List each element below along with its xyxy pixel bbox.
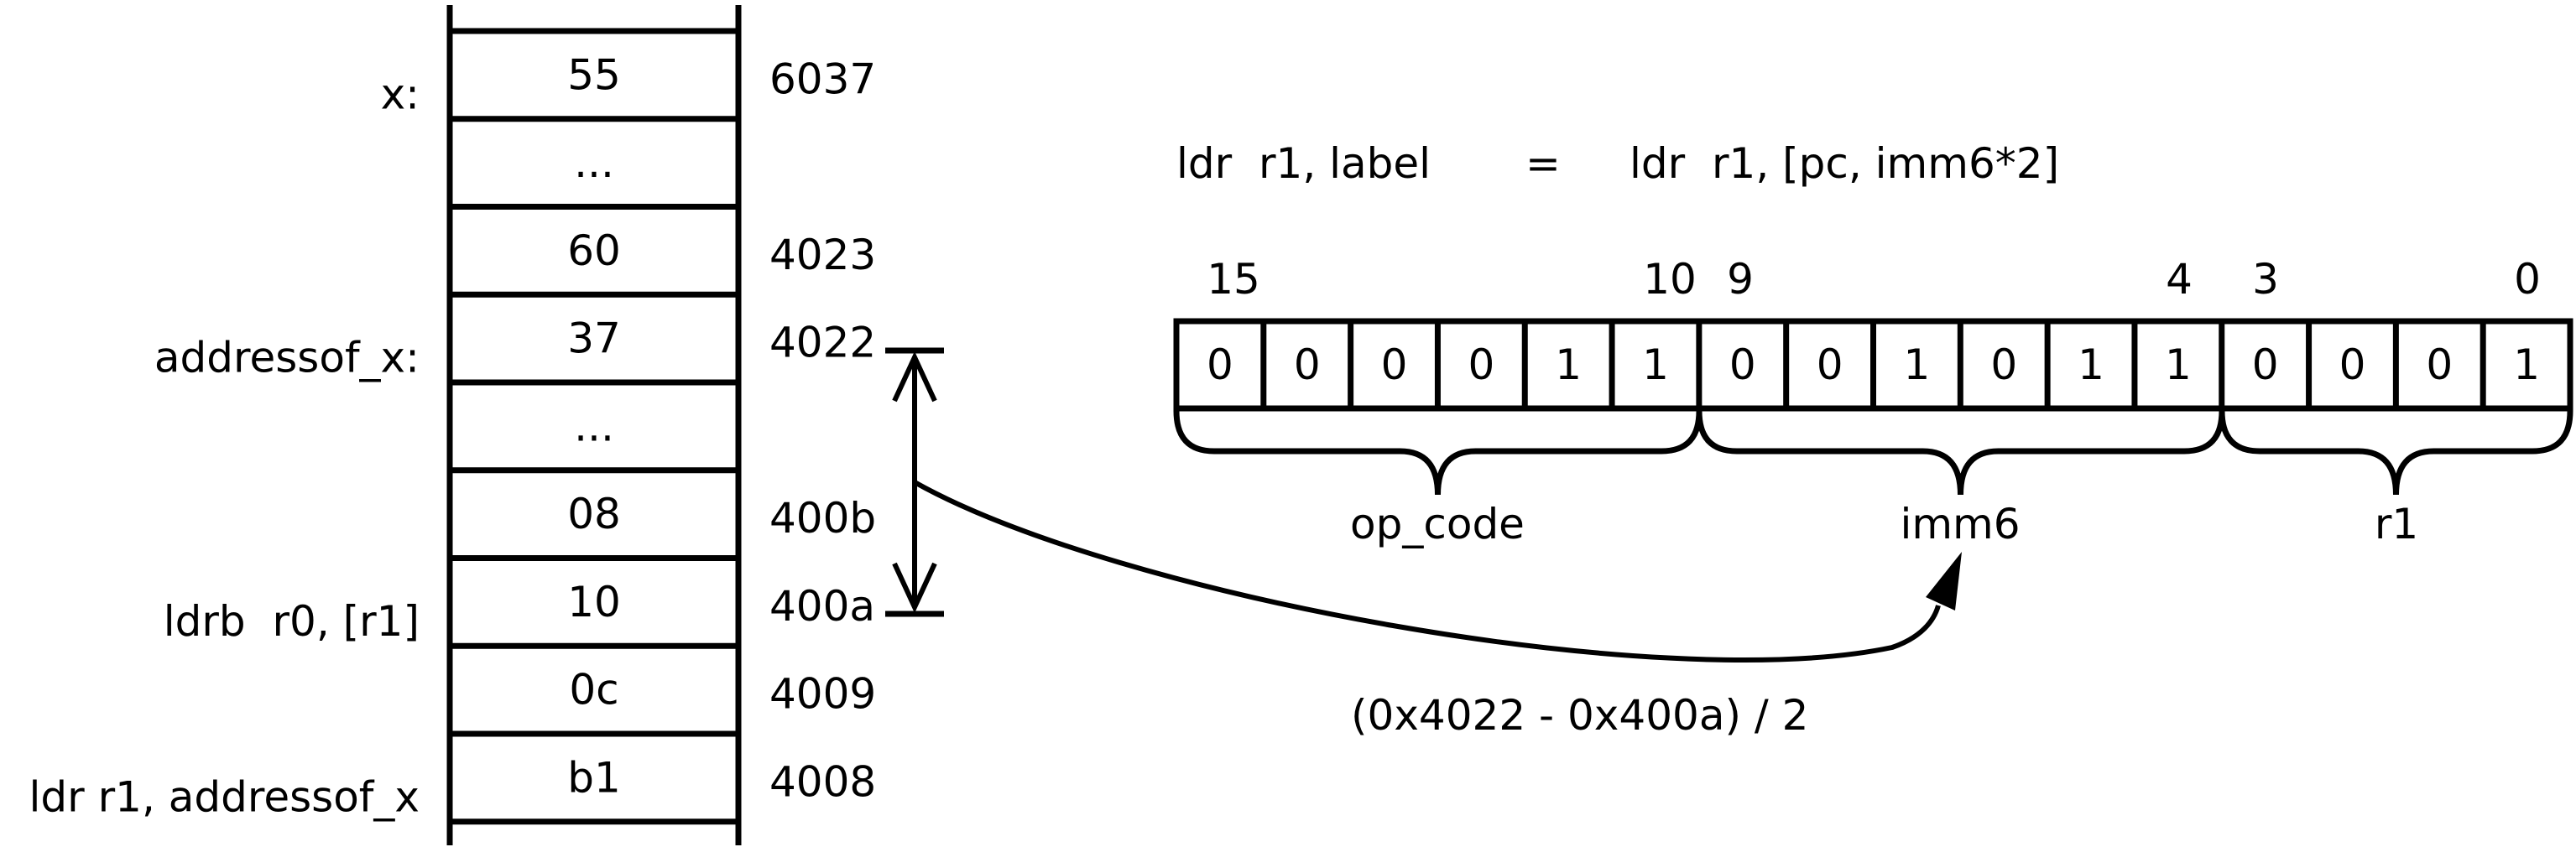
bit-value: 0	[1990, 340, 2017, 389]
memory-address: 4009	[769, 670, 876, 719]
memory-label: ldrb r0, [r1]	[164, 597, 420, 646]
offset-to-imm6-arrow	[913, 480, 1962, 663]
memory-cell-value: ...	[574, 402, 614, 450]
field-label-r1: r1	[2375, 500, 2418, 548]
instruction-equivalence: ldr r1, label = ldr r1, [pc, imm6*2]	[1176, 139, 2059, 188]
offset-formula: (0x4022 - 0x400a) / 2	[1351, 691, 1808, 740]
memory-label: ldr r1, addressof_x	[29, 772, 420, 821]
op-code-brace	[1173, 410, 1703, 496]
memory-address: 6037	[769, 55, 876, 103]
memory-address: 400a	[769, 582, 875, 631]
bit-value: 0	[2426, 340, 2453, 389]
memory-address: 4023	[769, 231, 876, 279]
imm6-brace	[1696, 410, 2225, 496]
memory-cell-value: 60	[567, 226, 621, 275]
bit-position-labels: 15 10 9 4 3 0	[1207, 255, 2541, 304]
bit-position-0: 0	[2514, 255, 2541, 304]
bit-value: 1	[1555, 340, 1582, 389]
memory-cells: 55 6037 x:... 60 4023 37 4022 addressof_x:... 08…	[29, 50, 877, 821]
bit-value: 1	[1904, 340, 1931, 389]
bit-position-9: 9	[1727, 255, 1754, 304]
memory-cell-value: 10	[567, 578, 621, 626]
bit-value: 1	[1642, 340, 1669, 389]
memory-cell-value: 0c	[569, 666, 618, 714]
memory-cell-value: 37	[567, 314, 621, 363]
bit-position-4: 4	[2166, 255, 2193, 304]
field-braces	[1173, 410, 2573, 496]
memory-cell-value: ...	[574, 138, 614, 187]
offset-down-arrowhead-icon	[892, 562, 937, 614]
offset-up-arrowhead-icon	[892, 351, 937, 403]
bit-value: 0	[1468, 340, 1494, 389]
instruction-text: ldr r1, label	[1176, 139, 1431, 188]
equals-sign: =	[1525, 139, 1561, 188]
field-label-imm6: imm6	[1900, 500, 2020, 548]
bit-value: 1	[2513, 340, 2540, 389]
bit-position-10: 10	[1643, 255, 1697, 304]
bit-value: 0	[1381, 340, 1408, 389]
memory-address: 400b	[769, 494, 876, 543]
memory-address: 4022	[769, 319, 876, 367]
bit-value: 1	[2078, 340, 2104, 389]
equivalent-instruction-text: ldr r1, [pc, imm6*2]	[1630, 139, 2059, 188]
curved-arrowhead-icon	[1926, 552, 1962, 611]
memory-cell-value: b1	[567, 753, 621, 802]
memory-column: 55 6037 x:... 60 4023 37 4022 addressof_x:... 08…	[29, 5, 877, 845]
bit-value: 0	[1729, 340, 1756, 389]
bit-value: 0	[2252, 340, 2279, 389]
r1-brace	[2219, 410, 2573, 496]
memory-address: 4008	[769, 757, 876, 806]
bit-field-row: 0 0 0 0 1 1 0 0 1 0 1 1 0 0 0 1	[1173, 318, 2573, 412]
bit-value: 0	[1294, 340, 1321, 389]
memory-cell-value: 55	[567, 50, 621, 99]
bit-value: 0	[2339, 340, 2366, 389]
memory-label: x:	[381, 70, 420, 118]
curved-arrow-path	[913, 480, 1941, 663]
bit-position-15: 15	[1207, 255, 1260, 304]
memory-cell-value: 08	[567, 490, 621, 538]
bit-value: 0	[1817, 340, 1843, 389]
memory-label: addressof_x:	[154, 334, 420, 382]
bit-value: 0	[1207, 340, 1233, 389]
memory-separators	[450, 28, 738, 825]
bit-value: 1	[2165, 340, 2192, 389]
field-labels: op_code imm6 r1	[1350, 500, 2418, 548]
bit-position-3: 3	[2252, 255, 2279, 304]
field-label-op-code: op_code	[1350, 500, 1525, 548]
